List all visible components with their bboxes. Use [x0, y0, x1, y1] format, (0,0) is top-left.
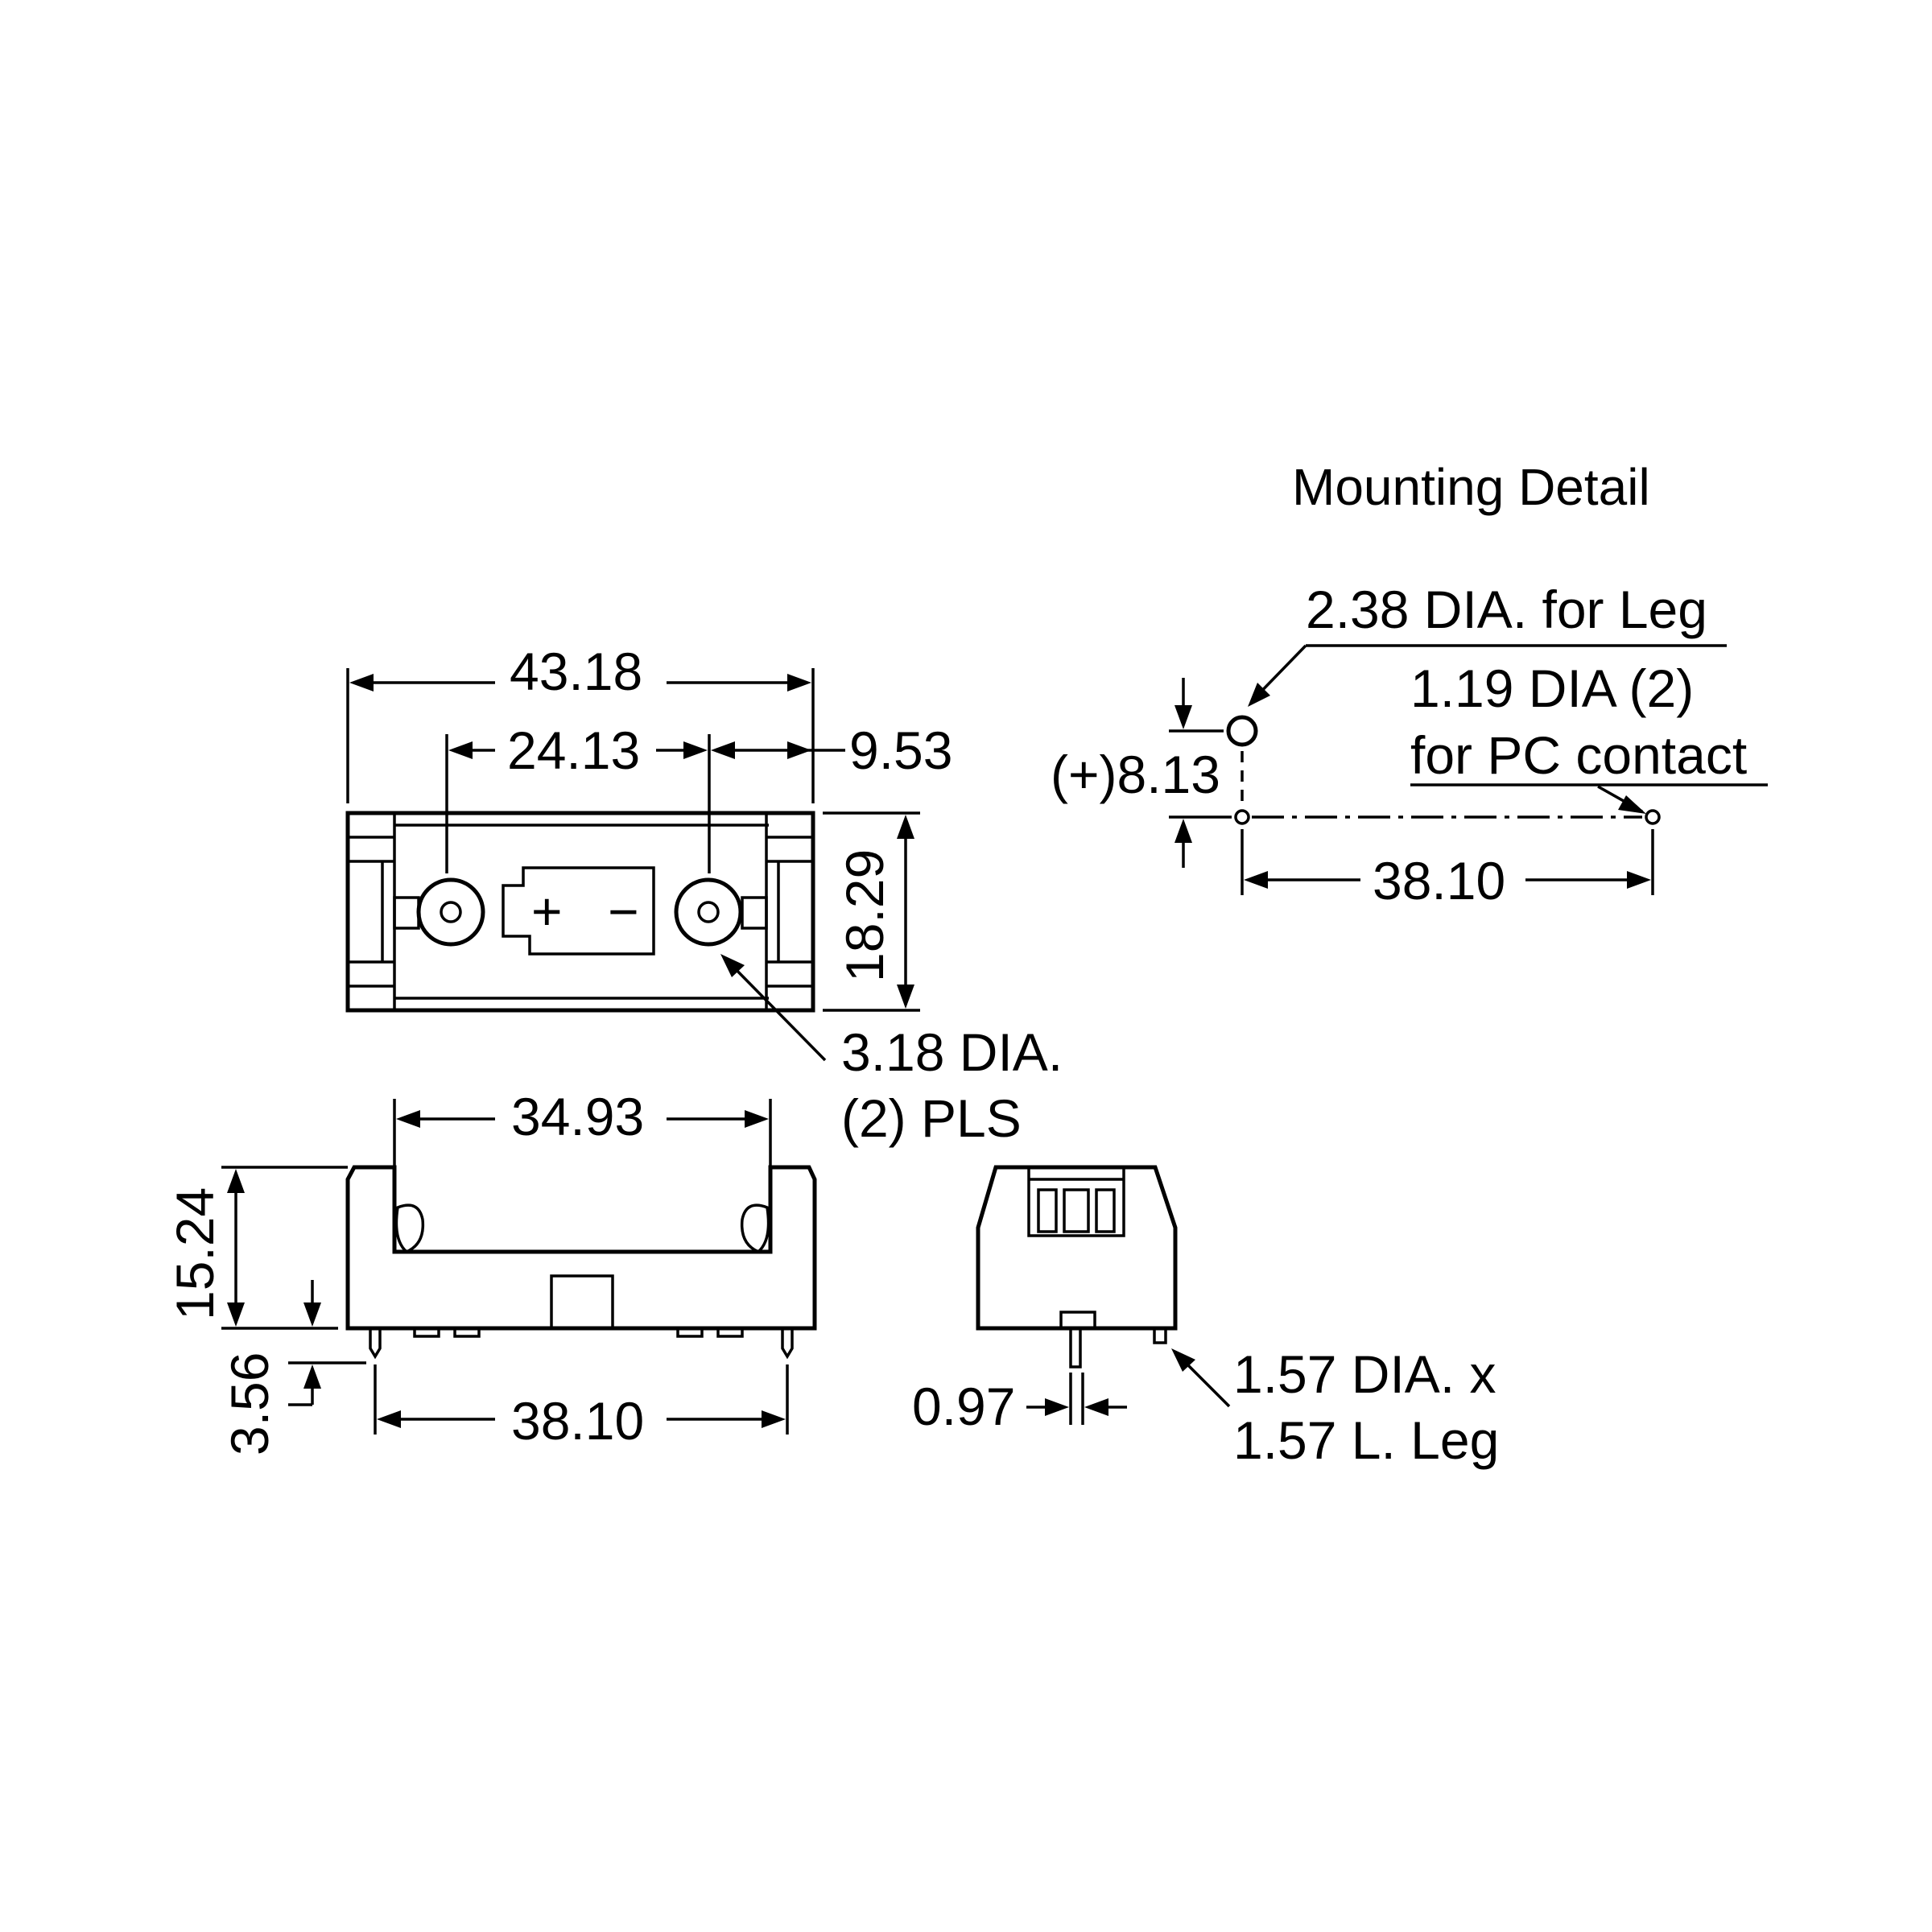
contact-hole-leader-arrow	[1618, 795, 1646, 814]
pitch-arrow-right	[1627, 871, 1651, 889]
overall-width-label: 43.18	[510, 642, 642, 701]
side-leg	[1153, 1327, 1167, 1344]
depth-arrow-bottom	[897, 985, 914, 1009]
side-top-window	[1027, 1166, 1125, 1237]
top-view: 43.18 24.13 9.53	[345, 642, 1063, 1148]
front-body-outline	[345, 1165, 817, 1331]
leg-length-label: 3.56	[220, 1352, 279, 1455]
side-leg-leader-arrow	[1171, 1348, 1195, 1372]
overall-width-arrow-left	[349, 674, 374, 691]
front-foot-1	[413, 1327, 440, 1338]
front-center-block	[550, 1274, 614, 1330]
leg-length-arrow-top	[303, 1302, 321, 1327]
depth-arrow-top	[897, 815, 914, 839]
inner-width-arrow-right	[745, 1110, 769, 1128]
leg-hole-label: 2.38 DIA. for Leg	[1306, 580, 1707, 639]
side-window-slot-left	[1037, 1188, 1058, 1233]
side-window-slot-right	[1095, 1188, 1116, 1233]
right-offset-arrow-right	[787, 741, 811, 759]
leg-spacing-arrow-right	[762, 1410, 786, 1428]
contact-hole-right	[1645, 809, 1661, 825]
pad-left-outer	[416, 877, 485, 947]
side-leg-label-line2: 1.57 L. Leg	[1233, 1410, 1499, 1470]
right-offset-arrow-left	[711, 741, 735, 759]
pad-leader	[727, 960, 827, 1062]
left-end-clip	[346, 811, 396, 1012]
inner-width-label: 34.93	[511, 1087, 644, 1146]
contact-hole-label-line2: for PC contact	[1410, 725, 1747, 785]
pad-leader-arrow	[720, 954, 745, 977]
leg-length-arrow-bottom	[303, 1364, 321, 1389]
pitch-label: 38.10	[1373, 851, 1505, 910]
side-view: 0.97 1.57 DIA. x 1.57 L. Leg	[912, 1165, 1499, 1470]
leg-spacing-arrow-left	[377, 1410, 401, 1428]
front-right-clip	[740, 1203, 770, 1254]
front-view: 34.93 15.24 3.56 38.10	[165, 1087, 817, 1455]
side-leg-leader	[1182, 1359, 1231, 1408]
contact-width-label: 0.97	[912, 1377, 1015, 1436]
offset-arrow-bottom	[1174, 819, 1192, 843]
side-contact-pin	[1069, 1327, 1082, 1368]
right-contact-tab	[741, 896, 768, 930]
front-leg-right	[781, 1328, 794, 1360]
side-body-outline	[976, 1165, 1178, 1331]
front-left-clip	[394, 1203, 425, 1254]
offset-label: (+)8.13	[1051, 745, 1220, 804]
side-window-slot-center	[1063, 1188, 1090, 1233]
mounting-detail: Mounting Detail 2.38 DIA. for Leg 1.19 D…	[1051, 458, 1768, 910]
pad-spacing-arrow-right	[683, 741, 708, 759]
mounting-detail-title: Mounting Detail	[1292, 458, 1650, 516]
pad-spacing-arrow-left	[448, 741, 473, 759]
front-foot-4	[716, 1327, 744, 1338]
leg-spacing-label: 38.10	[511, 1391, 644, 1451]
leg-hole	[1226, 715, 1258, 747]
height-arrow-bottom	[227, 1302, 245, 1327]
left-contact-tab	[393, 896, 420, 930]
pad-left-inner	[440, 901, 462, 923]
depth-label: 18.29	[835, 849, 894, 982]
pad-label-line1: 3.18 DIA.	[841, 1022, 1063, 1082]
offset-arrow-top	[1174, 705, 1192, 729]
contact-hole-label-line1: 1.19 DIA (2)	[1410, 658, 1694, 718]
height-label: 15.24	[165, 1187, 225, 1320]
front-foot-3	[676, 1327, 704, 1338]
pad-right-inner	[697, 901, 720, 923]
battery-plus-symbol: +	[531, 881, 563, 941]
height-arrow-top	[227, 1169, 245, 1193]
front-foot-2	[453, 1327, 481, 1338]
pitch-arrow-left	[1244, 871, 1268, 889]
battery-minus-symbol: −	[608, 881, 639, 941]
side-leg-label-line1: 1.57 DIA. x	[1233, 1344, 1496, 1404]
right-offset-label: 9.53	[849, 720, 952, 780]
contact-width-arrow-left	[1045, 1398, 1069, 1416]
right-end-clip	[765, 811, 815, 1012]
side-contact-base	[1059, 1311, 1096, 1330]
leg-hole-leader-arrow	[1248, 683, 1270, 707]
pad-right-outer	[674, 877, 743, 947]
battery-symbol	[502, 866, 655, 956]
contact-width-arrow-right	[1084, 1398, 1108, 1416]
pad-label-line2: (2) PLS	[841, 1088, 1022, 1148]
overall-width-arrow-right	[787, 674, 811, 691]
front-leg-left	[369, 1328, 382, 1360]
inner-width-arrow-left	[396, 1110, 420, 1128]
pad-spacing-label: 24.13	[507, 720, 640, 780]
contact-hole-left	[1234, 809, 1250, 825]
